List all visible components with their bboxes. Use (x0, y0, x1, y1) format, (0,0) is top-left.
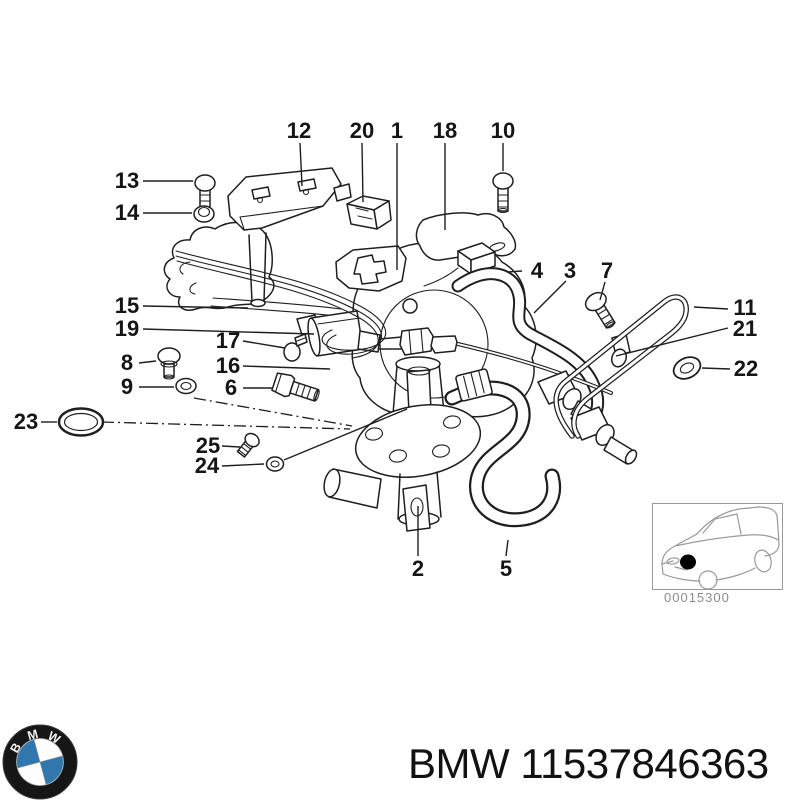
bolt-6-part (271, 372, 320, 402)
callout-23: 23 (13, 409, 39, 434)
callout-9: 9 (120, 374, 134, 399)
callout-1: 1 (390, 118, 404, 143)
callout-14: 14 (114, 200, 140, 225)
part-number-line: BMW 11537846363 (408, 740, 769, 788)
callout-13: 13 (114, 168, 140, 193)
callout-24: 24 (194, 453, 220, 478)
logo-letter-m: M (26, 727, 40, 743)
callout-12: 12 (286, 118, 312, 143)
vehicle-outline-icon (661, 506, 780, 589)
o-ring-23-part (57, 407, 105, 437)
bolt-10-part (492, 172, 514, 214)
thumbnail-code: 00015300 (664, 590, 730, 605)
callout-5: 5 (499, 556, 513, 581)
sensor-connector-part (423, 242, 496, 287)
connector-part (346, 195, 392, 230)
part-number: 11537846363 (520, 740, 769, 787)
support-tube-part (248, 232, 267, 308)
bmw-logo: B M W (2, 724, 78, 800)
callout-16: 16 (215, 353, 241, 378)
callout-11: 11 (733, 295, 757, 320)
callout-22: 22 (733, 356, 759, 381)
washer-24-part (265, 456, 285, 472)
callout-10: 10 (490, 118, 516, 143)
callout-19: 19 (114, 316, 140, 341)
washer-22-part (672, 356, 702, 380)
washer-9-part (175, 377, 197, 395)
control-module-part (227, 167, 352, 231)
callout-2: 2 (411, 556, 425, 581)
bolt-25-part (236, 432, 260, 458)
vehicle-thumbnail (652, 503, 783, 590)
brand-label: BMW (408, 740, 510, 787)
fuel-line-loop (553, 294, 689, 439)
lower-flange-part (323, 356, 482, 532)
part-location-dot (680, 554, 696, 570)
callout-7: 7 (600, 258, 614, 283)
callout-18: 18 (432, 118, 458, 143)
injector-cluster (455, 333, 638, 465)
callout-20: 20 (349, 118, 375, 143)
leader-lines (41, 142, 731, 557)
callout-8: 8 (120, 350, 134, 375)
callout-21: 21 (732, 316, 758, 341)
cable-harness (175, 250, 387, 359)
callout-6: 6 (224, 375, 238, 400)
nut-14-part (193, 205, 215, 223)
callout-15: 15 (114, 293, 140, 318)
callout-25: 25 (195, 433, 221, 458)
callout-3: 3 (563, 258, 577, 283)
hose-5-part (444, 380, 562, 528)
hose-3-part (451, 267, 605, 435)
plug-8-part (157, 347, 181, 380)
callout-17: 17 (215, 328, 241, 353)
injection-pump-body (335, 242, 537, 423)
callout-4: 4 (530, 258, 544, 283)
clamp-17-part (283, 333, 308, 362)
